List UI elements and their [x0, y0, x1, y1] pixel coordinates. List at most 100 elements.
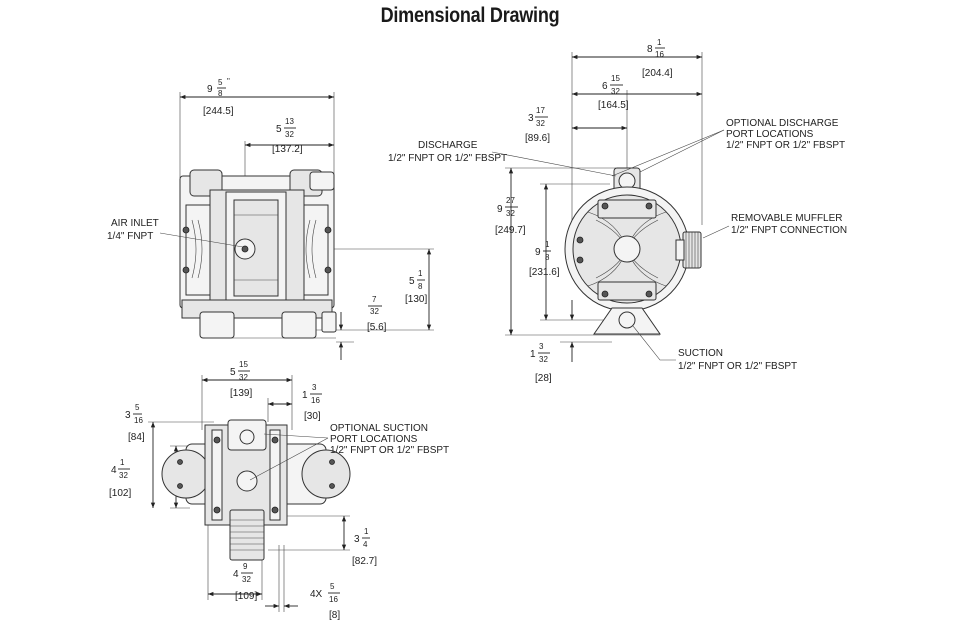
top-width-dim: 5 15 32 [139] [230, 360, 252, 399]
svg-text:6: 6 [602, 81, 608, 92]
svg-text:5: 5 [330, 582, 335, 591]
svg-text:1: 1 [545, 240, 550, 249]
svg-text:9: 9 [535, 247, 541, 258]
svg-text:5: 5 [135, 403, 140, 412]
svg-text:[231.6]: [231.6] [529, 267, 560, 278]
page-title: Dimensional Drawing [380, 4, 560, 27]
svg-text:4X: 4X [310, 589, 323, 600]
svg-text:15: 15 [239, 360, 248, 369]
side-view [505, 52, 703, 362]
svg-text:32: 32 [536, 119, 545, 128]
svg-text:PORT LOCATIONS: PORT LOCATIONS [726, 129, 814, 140]
svg-text:9: 9 [207, 84, 213, 95]
side-overall-dim: 8 1 16 [204.4] [642, 38, 673, 79]
svg-text:3: 3 [354, 534, 360, 545]
svg-text:1: 1 [418, 269, 423, 278]
svg-text:": " [227, 77, 230, 86]
svg-text:1: 1 [657, 38, 662, 47]
svg-text:32: 32 [242, 575, 251, 584]
svg-text:8: 8 [418, 282, 423, 291]
svg-text:32: 32 [119, 471, 128, 480]
svg-text:PORT LOCATIONS: PORT LOCATIONS [330, 434, 418, 445]
svg-text:15: 15 [611, 74, 620, 83]
svg-text:5: 5 [218, 78, 223, 87]
svg-text:[89.6]: [89.6] [525, 133, 550, 144]
svg-text:3: 3 [125, 410, 131, 421]
svg-text:[82.7]: [82.7] [352, 556, 377, 567]
svg-text:OPTIONAL SUCTION: OPTIONAL SUCTION [330, 423, 428, 434]
svg-text:[249.7]: [249.7] [495, 225, 526, 236]
svg-text:OPTIONAL DISCHARGE: OPTIONAL DISCHARGE [726, 118, 839, 129]
svg-text:[244.5]: [244.5] [203, 106, 234, 117]
svg-text:9: 9 [243, 562, 248, 571]
svg-text:32: 32 [239, 373, 248, 382]
svg-text:[130]: [130] [405, 294, 427, 305]
front-width-dim: 9 5 8 " [244.5] [203, 77, 234, 117]
svg-text:3: 3 [312, 383, 317, 392]
svg-text:3: 3 [539, 342, 544, 351]
svg-text:32: 32 [285, 130, 294, 139]
svg-text:[139]: [139] [230, 388, 252, 399]
svg-text:5: 5 [276, 124, 282, 135]
svg-text:16: 16 [134, 416, 143, 425]
svg-text:16: 16 [655, 50, 664, 59]
svg-text:32: 32 [370, 307, 379, 316]
svg-text:16: 16 [329, 595, 338, 604]
suction-callout: SUCTION 1/2" FNPT OR 1/2" FBSPT [632, 325, 797, 372]
svg-text:7: 7 [372, 295, 377, 304]
svg-text:[109]: [109] [235, 591, 257, 602]
optional-discharge-callout: OPTIONAL DISCHARGE PORT LOCATIONS 1/2" F… [611, 118, 845, 177]
bolt-hole-dim: 4X 5 16 [8] [310, 582, 340, 621]
svg-text:1/2" FNPT OR 1/2" FBSPT: 1/2" FNPT OR 1/2" FBSPT [678, 361, 797, 372]
side-base-dim: 1 3 32 [28] [530, 342, 552, 384]
svg-text:4: 4 [233, 569, 239, 580]
svg-text:4: 4 [363, 540, 368, 549]
svg-text:[204.4]: [204.4] [642, 68, 673, 79]
top-muffler-dim: 3 1 4 [82.7] [352, 527, 377, 567]
svg-text:[8]: [8] [329, 610, 340, 621]
svg-text:8: 8 [218, 89, 223, 98]
svg-text:3: 3 [528, 113, 534, 124]
svg-text:[102]: [102] [109, 488, 131, 499]
svg-text:27: 27 [506, 196, 515, 205]
svg-text:DISCHARGE: DISCHARGE [418, 140, 478, 151]
svg-text:9: 9 [497, 204, 503, 215]
svg-text:5: 5 [230, 367, 236, 378]
svg-text:32: 32 [539, 355, 548, 364]
svg-text:1/2" FNPT OR 1/2" FBSPT: 1/2" FNPT OR 1/2" FBSPT [726, 140, 845, 151]
svg-text:13: 13 [285, 117, 294, 126]
svg-text:[137.2]: [137.2] [272, 144, 303, 155]
svg-text:32: 32 [611, 87, 620, 96]
top-view [148, 375, 351, 612]
side-tall-dim: 9 27 32 [249.7] [495, 196, 526, 236]
svg-text:17: 17 [536, 106, 545, 115]
side-inner-dim: 9 1 8 [231.6] [529, 240, 560, 278]
svg-text:16: 16 [311, 396, 320, 405]
discharge-callout: DISCHARGE 1/2" FNPT OR 1/2" FBSPT [388, 140, 617, 177]
front-foot-dim: 7 32 [5.6] [367, 295, 387, 333]
svg-text:AIR INLET: AIR INLET [111, 218, 159, 229]
svg-text:1/2" FNPT OR 1/2" FBSPT: 1/2" FNPT OR 1/2" FBSPT [330, 445, 449, 456]
top-right-dim: 1 3 16 [30] [302, 383, 322, 422]
svg-text:4: 4 [111, 465, 117, 476]
top-base-dim: 4 9 32 [109] [233, 562, 257, 602]
svg-text:1/2" FNPT OR 1/2" FBSPT: 1/2" FNPT OR 1/2" FBSPT [388, 153, 507, 164]
muffler-callout: REMOVABLE MUFFLER 1/2" FNPT CONNECTION [702, 213, 847, 239]
svg-text:SUCTION: SUCTION [678, 348, 723, 359]
svg-text:[30]: [30] [304, 411, 321, 422]
svg-text:1: 1 [364, 527, 369, 536]
svg-text:1: 1 [530, 349, 536, 360]
svg-text:8: 8 [647, 44, 653, 55]
svg-text:[5.6]: [5.6] [367, 322, 387, 333]
svg-text:1/4" FNPT: 1/4" FNPT [107, 231, 153, 242]
svg-text:1: 1 [120, 458, 125, 467]
svg-text:[164.5]: [164.5] [598, 100, 629, 111]
svg-text:[84]: [84] [128, 432, 145, 443]
svg-text:REMOVABLE MUFFLER: REMOVABLE MUFFLER [731, 213, 843, 224]
svg-text:1/2" FNPT CONNECTION: 1/2" FNPT CONNECTION [731, 225, 847, 236]
optional-suction-callout: OPTIONAL SUCTION PORT LOCATIONS 1/2" FNP… [249, 423, 449, 481]
side-left-dim: 3 17 32 [89.6] [525, 106, 550, 144]
air-inlet-callout: AIR INLET 1/4" FNPT [107, 218, 244, 248]
top-depth-dim: 4 1 32 [102] [109, 458, 131, 499]
